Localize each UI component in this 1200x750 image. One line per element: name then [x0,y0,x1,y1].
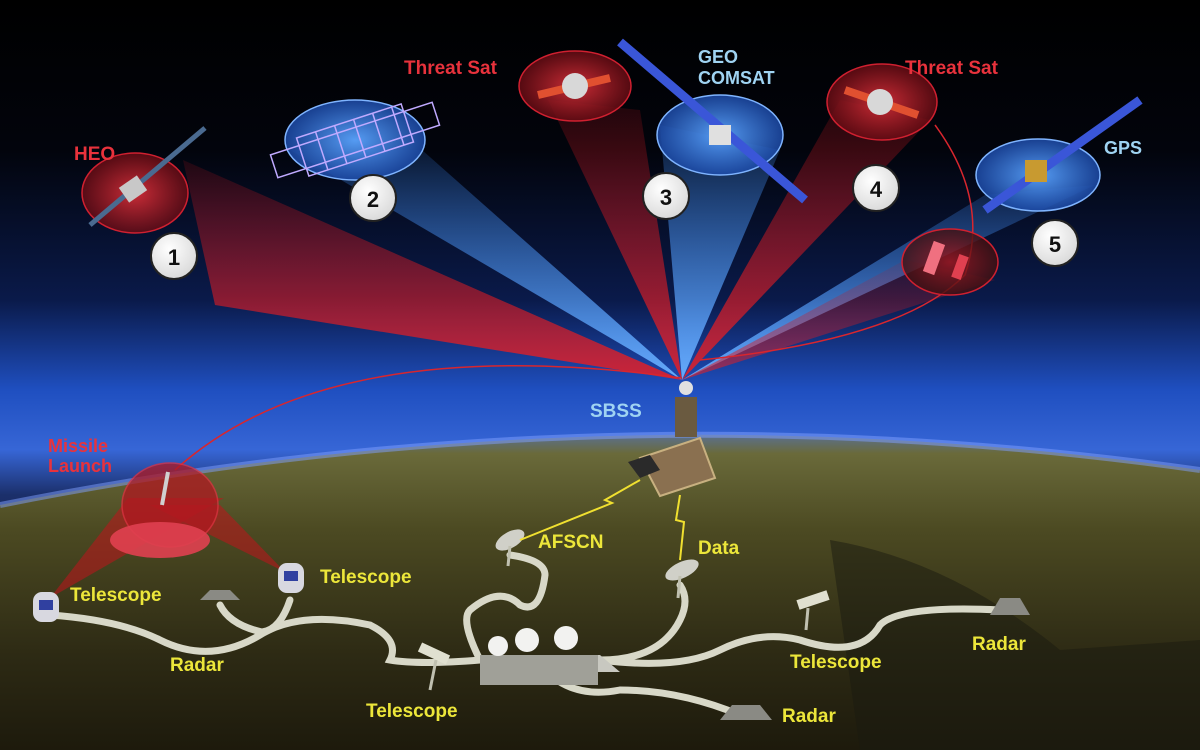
data-label: Data [698,538,740,559]
badge-1-number: 1 [168,245,180,270]
missile-plume [110,522,210,558]
geo-comsat-object [617,38,808,204]
sbss-bus [638,436,717,498]
beam-1-heo [183,160,682,380]
gps-bus [1025,160,1047,182]
threat-sat-3-bus [562,73,588,99]
badge-3 [642,172,690,220]
radar-right-dome [990,598,1030,615]
object-2-frame [269,101,441,179]
radome-2 [515,628,539,652]
missile-track-line [174,365,683,471]
geo-label-line2: COMSAT [698,68,775,88]
badge-1 [150,232,198,280]
tracked-object [901,228,999,296]
data-link [674,494,686,561]
gps-solar-array [982,96,1143,214]
afscn-link [519,479,641,541]
afscn-antenna [495,529,525,567]
telescope-center-dome [278,563,304,593]
object-2-satellite [269,99,441,181]
badge-3-number: 3 [660,185,672,210]
data-antenna [665,559,699,599]
threat-sat-4-bus [867,89,893,115]
geo-solar-array [617,38,808,204]
sbss-sensor [679,381,693,395]
radar-right-label: Radar [972,634,1026,655]
telescope-right-label: Telescope [790,652,882,673]
geo-label-line1: GEO [698,47,738,67]
badge-2-number: 2 [367,187,379,212]
telescope-left-label: Telescope [70,585,162,606]
heo-solar-panel [88,126,207,227]
threat-sat-4-label: Threat Sat [905,58,999,79]
threat-sat-3-object [518,50,632,122]
badge-5 [1031,219,1079,267]
threat-sat-4-object [826,63,938,141]
object-2-ellipse [284,99,426,181]
tracked-object-shape-b [951,254,969,280]
geo-bus [709,125,731,145]
tracked-object-shape-a [922,240,946,276]
telescope-center-label: Telescope [320,567,412,588]
heo-bus [118,175,148,203]
badge-4-number: 4 [870,177,883,202]
radar-bottom-dome [720,705,772,720]
sbss-mast [675,397,697,437]
telescope-bottom-instrument [417,642,451,691]
radome-1 [488,636,508,656]
missile-label-line2: Launch [48,456,112,476]
radome-3 [554,626,578,650]
beam-track [682,260,995,380]
gps-label: GPS [1104,138,1142,158]
heo-label: HEO [74,144,115,165]
ground-facilities [33,529,1030,720]
beam-3-geo [660,125,780,380]
heo-satellite [81,126,207,234]
missile-launch [50,462,285,598]
sbss-panel [628,455,660,478]
missile-body [160,471,170,506]
afscn-label: AFSCN [538,532,603,553]
gps-satellite [975,96,1143,214]
telescope-right-instrument [796,590,830,631]
tracked-object-ellipse [901,228,999,296]
telescope-bottom-label: Telescope [366,701,458,722]
number-badges [150,164,1079,280]
radar-left-dome [200,590,240,600]
badge-2 [349,174,397,222]
telescope-left-dome [33,592,59,622]
badge-4 [852,164,900,212]
command-center [480,626,620,685]
terrain-shadow [830,540,1200,750]
radar-bottom-label: Radar [782,706,836,727]
sbss-satellite [628,381,717,498]
missile-label-line1: Missile [48,436,108,456]
labels: HEO 1 2 Threat Sat GEO COMSAT 3 Threat S… [48,47,1142,727]
threat-sat-3-label: Threat Sat [404,58,498,79]
command-center-building [480,655,598,685]
ground-network [46,551,1004,719]
sbss-label: SBSS [590,401,642,422]
badge-5-number: 5 [1049,232,1061,257]
beam-threat-sat-3 [548,100,682,380]
radar-left-label: Radar [170,655,224,676]
